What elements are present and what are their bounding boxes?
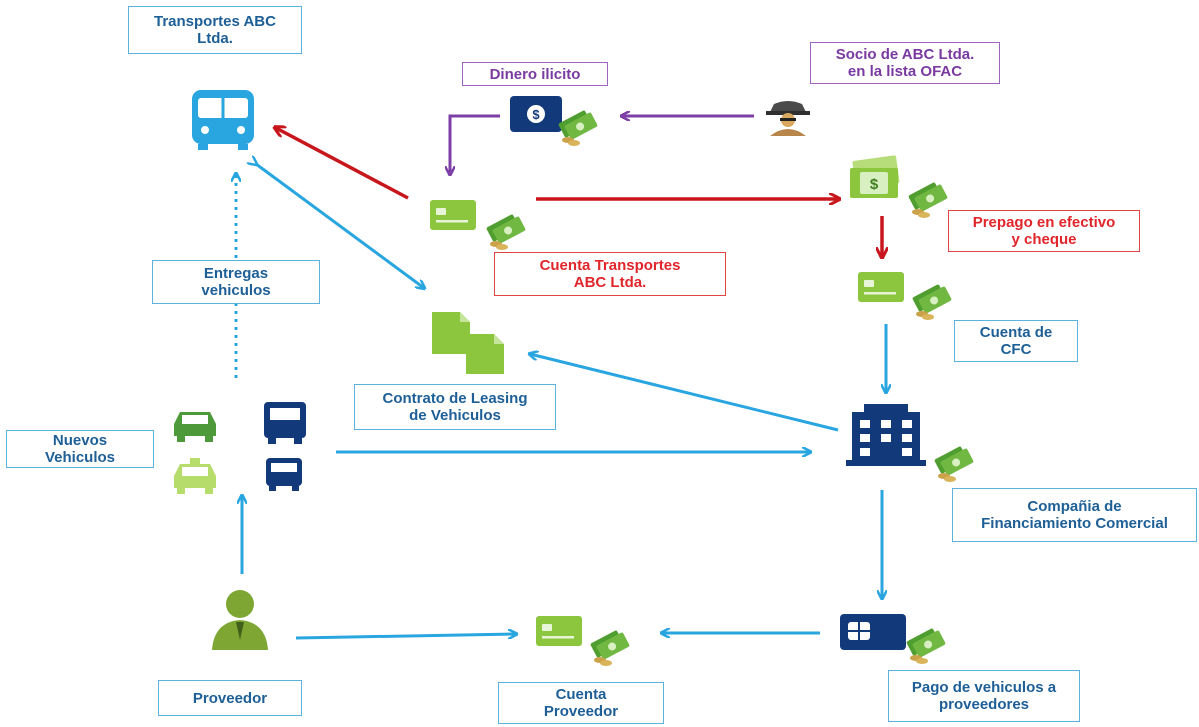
light-green-car-icon [174,458,216,494]
money-stack-icon [590,629,630,666]
label-dinero-ilicito: Dinero ilicito [462,62,608,86]
arrow-bus-contrato [256,164,424,288]
label-pago-proveedores: Pago de vehiculos a proveedores [888,670,1080,722]
label-cuenta-proveedor: Cuenta Proveedor [498,682,664,724]
documents-icon [432,312,504,374]
label-cuenta-cfc: Cuenta de CFC [954,320,1078,362]
arrow-proveedor-to-cuenta [295,634,516,640]
money-stack-icon [912,283,952,320]
svg-text:$: $ [870,176,879,193]
navy-van-icon [266,458,302,491]
arrow-cuenta-to-bus [276,128,409,200]
label-nuevos-vehiculos: Nuevos Vehiculos [6,430,154,468]
label-proveedor: Proveedor [158,680,302,716]
card-icon [430,200,476,230]
label-transportes-abc: Transportes ABC Ltda. [128,6,302,54]
navy-truck-icon [264,402,306,444]
dollar-wallet-icon: $ [510,96,562,132]
spy-icon [766,101,810,136]
person-icon [212,590,268,650]
flow-arrows [236,114,886,640]
money-stack-icon [908,181,948,218]
money-stack-icon [906,627,946,664]
label-socio-ofac: Socio de ABC Ltda. en la lista OFAC [810,42,1000,84]
svg-text:$: $ [532,107,540,122]
chip-card-icon [840,614,906,650]
arrow-compania-to-contrato [530,354,839,432]
label-compania-financiamiento: Compañia de Financiamiento Comercial [952,488,1197,542]
label-prepago: Prepago en efectivo y cheque [948,210,1140,252]
money-stack-icon [486,213,526,250]
money-stack-icon [934,445,974,482]
building-icon [846,404,926,466]
label-cuenta-transportes: Cuenta Transportes ABC Ltda. [494,252,726,296]
label-contrato-leasing: Contrato de Leasing de Vehiculos [354,384,556,430]
arrow-dinero-to-cuenta [450,114,500,174]
money-stack-icon [558,109,598,146]
card-icon [536,616,582,646]
cash-bill-icon: $ [850,155,900,198]
card-icon [858,272,904,302]
bus-icon [192,90,254,150]
label-entregas-vehiculos: Entregas vehiculos [152,260,320,304]
green-car-icon [174,412,216,442]
